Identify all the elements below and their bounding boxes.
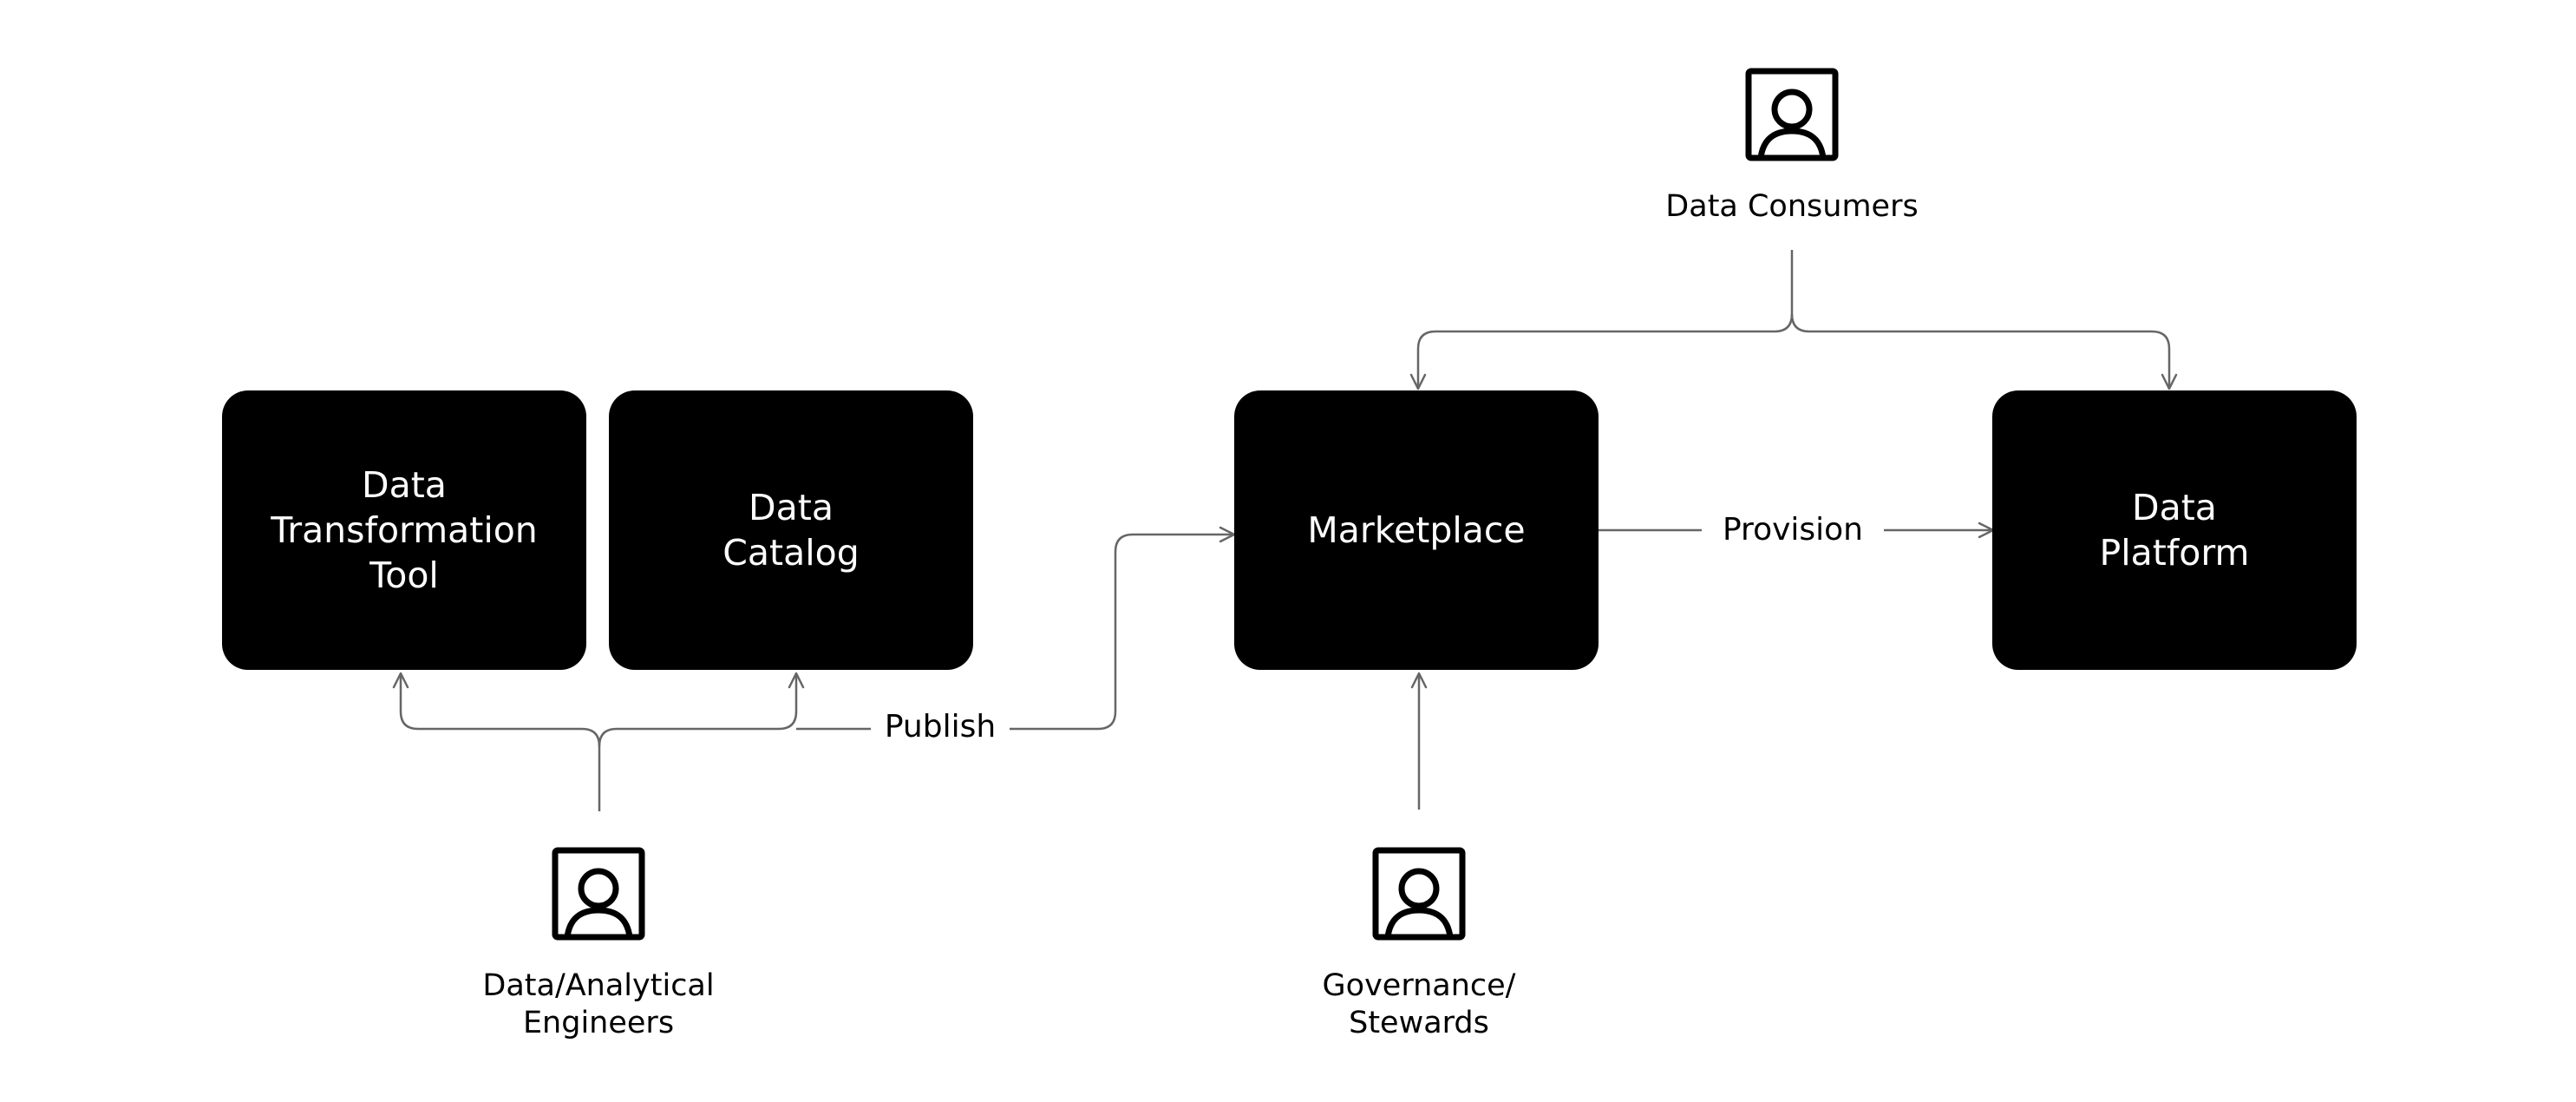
node-label: Data Transformation Tool <box>271 464 538 596</box>
node-data-catalog: Data Catalog <box>609 390 973 670</box>
connector-engineers-to-transformation-tool <box>392 672 582 731</box>
connector-publish <box>796 526 1236 731</box>
actor-label-data-analytical-engineers: Data/Analytical Engineers <box>482 968 715 1040</box>
connector-engineers-stem <box>581 727 601 811</box>
actor-label-governance-stewards: Governance/ Stewards <box>1322 968 1516 1040</box>
connector-consumers-to-marketplace <box>1409 330 1775 390</box>
actor-label-data-consumers: Data Consumers <box>1665 189 1919 224</box>
person-icon <box>1745 68 1839 161</box>
connector-consumers-to-data-platform <box>1790 313 2178 390</box>
connector-consumers-stem <box>1774 250 1794 333</box>
person-icon <box>552 847 645 941</box>
edge-label-provision: Provision <box>1702 511 1884 549</box>
node-label: Marketplace <box>1307 509 1526 551</box>
edge-label-publish: Publish <box>871 708 1010 746</box>
node-label: Data Platform <box>2099 487 2250 574</box>
node-data-transformation-tool: Data Transformation Tool <box>222 390 586 670</box>
node-data-platform: Data Platform <box>1992 390 2357 670</box>
node-label: Data Catalog <box>722 487 860 574</box>
person-icon <box>1372 847 1466 941</box>
node-marketplace: Marketplace <box>1234 390 1599 670</box>
connector-engineers-to-data-catalog <box>598 672 805 747</box>
